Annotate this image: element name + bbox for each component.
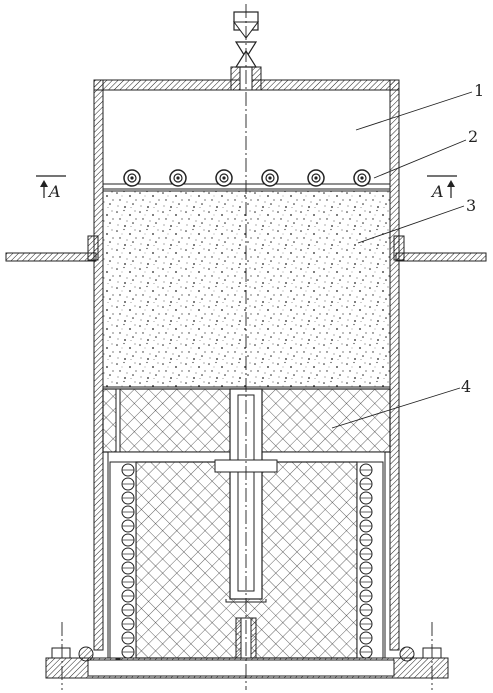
chamber [102, 89, 391, 187]
granular-fill [102, 190, 391, 388]
center-lines [61, 4, 433, 690]
coil [215, 169, 233, 187]
coil [261, 169, 279, 187]
callout-2: 2 [468, 127, 478, 146]
right-coil-stack [359, 463, 373, 659]
callout-1: 1 [474, 81, 484, 100]
section-label-right: A [430, 182, 444, 201]
coil [353, 169, 371, 187]
coil [307, 169, 325, 187]
callout-4: 4 [461, 377, 471, 396]
section-mark-right: A [427, 175, 457, 201]
leader-lines [331, 91, 473, 429]
section-mark-left: A [36, 175, 66, 201]
coil [123, 169, 141, 187]
section-label-left: A [47, 182, 61, 201]
coil [169, 169, 187, 187]
callout-3: 3 [466, 196, 476, 215]
left-coil-stack [121, 463, 135, 659]
coil-row [102, 169, 391, 190]
